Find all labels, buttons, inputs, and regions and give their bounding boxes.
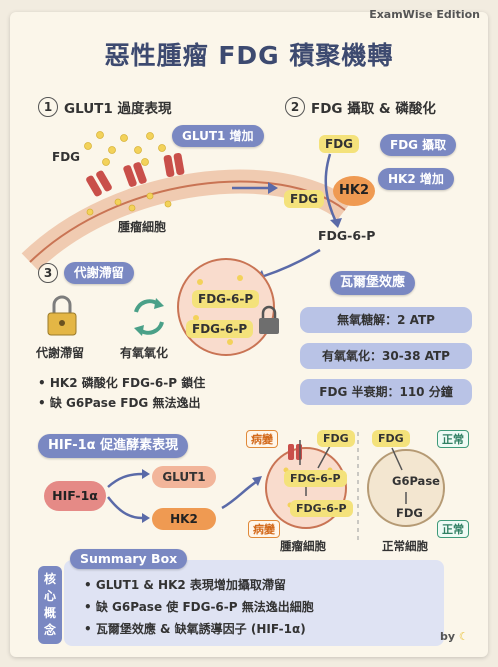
- normal-fdg-out: FDG: [396, 506, 423, 520]
- tumor-fdg: FDG: [317, 430, 355, 447]
- step2-heading: 2 FDG 攝取 & 磷酸化: [285, 97, 436, 117]
- normal-arrows: [391, 447, 407, 504]
- tumor-arrows: [299, 440, 331, 496]
- summary-item-1: • GLUT1 & HK2 表現增加攝取滯留: [84, 578, 286, 592]
- normal-fdg-in: FDG: [372, 430, 410, 447]
- tumor-cell-label: 腫瘤細胞: [118, 220, 167, 234]
- normal-tag-top: 正常: [437, 430, 469, 448]
- fdg-particles: [84, 131, 172, 216]
- step3-heading: 3 代謝滯留: [38, 262, 135, 284]
- tumor-tag-top: 病變: [246, 430, 278, 448]
- glut1-transporters: [86, 152, 185, 197]
- fdg-left: FDG: [284, 190, 325, 208]
- footer-credit: by ☾: [440, 630, 469, 643]
- banana-icon: ☾: [458, 630, 469, 643]
- hk2-node: HK2: [152, 508, 216, 530]
- summary-item-2: • 缺 G6Pase 使 FDG-6-P 無法逸出細胞: [84, 600, 314, 614]
- step2-title: FDG 攝取 & 磷酸化: [311, 101, 436, 117]
- trap-label: 代謝滯留: [36, 346, 85, 360]
- normal-cell: [367, 449, 445, 527]
- step3-number: 3: [38, 263, 58, 283]
- fdg6p-product: FDG-6-P: [318, 228, 376, 243]
- flow-arrows: [107, 153, 338, 520]
- arrow-to-tumor: [221, 480, 257, 510]
- oxidation-label: 有氧氧化: [120, 346, 169, 360]
- tumor-fdg6p-a: FDG-6-P: [284, 470, 347, 487]
- tumor-tag-bottom: 病變: [248, 520, 280, 538]
- fdg-top: FDG: [319, 135, 360, 153]
- step1-number: 1: [38, 97, 58, 117]
- step3-bullet-2: • 缺 G6Pase FDG 無法逸出: [38, 396, 201, 410]
- hk2-enzyme: HK2: [333, 176, 375, 206]
- step1-title: GLUT1 過度表現: [64, 101, 172, 117]
- tumor-fdg6p-b: FDG-6-P: [290, 500, 353, 517]
- warburg-row-2: 有氧氧化：30-38 ATP: [300, 343, 472, 369]
- hif1a-node: HIF-1α: [44, 481, 106, 511]
- step3-title: 代謝滯留: [64, 262, 135, 284]
- arrow-hif-hk2: [107, 496, 143, 520]
- normal-tag-bottom: 正常: [437, 520, 469, 538]
- fdg6p-a: FDG-6-P: [192, 290, 260, 308]
- glut1-callout: GLUT1 增加: [172, 125, 264, 147]
- summary-title: Summary Box: [70, 549, 188, 569]
- arrow-hif-glut1: [107, 472, 143, 488]
- page-title: 惡性腫瘤 FDG 積聚機轉: [104, 41, 394, 70]
- padlock-icon: [47, 295, 77, 336]
- step1-heading: 1 GLUT1 過度表現: [38, 97, 171, 117]
- step1-fdg-label: FDG: [52, 150, 81, 164]
- g6pase-label: G6Pase: [392, 474, 440, 488]
- summary-item-3: • 瓦爾堡效應 & 缺氧誘導因子 (HIF-1α): [84, 622, 306, 636]
- hif-title: HIF-1α 促進酵素表現: [38, 434, 189, 458]
- warburg-row-3: FDG 半衰期：110 分鐘: [300, 379, 472, 405]
- fdg-uptake-callout: FDG 攝取: [380, 134, 457, 156]
- warburg-title: 瓦爾堡效應: [330, 271, 416, 295]
- arrow-fdg-hk2: [324, 153, 338, 223]
- tumor-cell-caption: 腫瘤細胞: [280, 539, 326, 553]
- fdg6p-b: FDG-6-P: [186, 320, 254, 338]
- step3-bullet-1: • HK2 磷酸化 FDG-6-P 鎖住: [38, 376, 206, 390]
- step2-number: 2: [285, 97, 305, 117]
- warburg-row-1: 無氧糖解：2 ATP: [300, 307, 472, 333]
- arrow-step2-step3: [263, 248, 321, 278]
- brand-label: ExamWise Edition: [369, 8, 480, 21]
- glut1-node: GLUT1: [152, 466, 216, 488]
- hk2-increase-callout: HK2 增加: [378, 168, 454, 190]
- normal-cell-caption: 正常細胞: [382, 539, 428, 553]
- small-padlock-icon: [259, 305, 279, 334]
- summary-box: [64, 560, 444, 646]
- summary-side-label: 核心概念: [38, 566, 62, 644]
